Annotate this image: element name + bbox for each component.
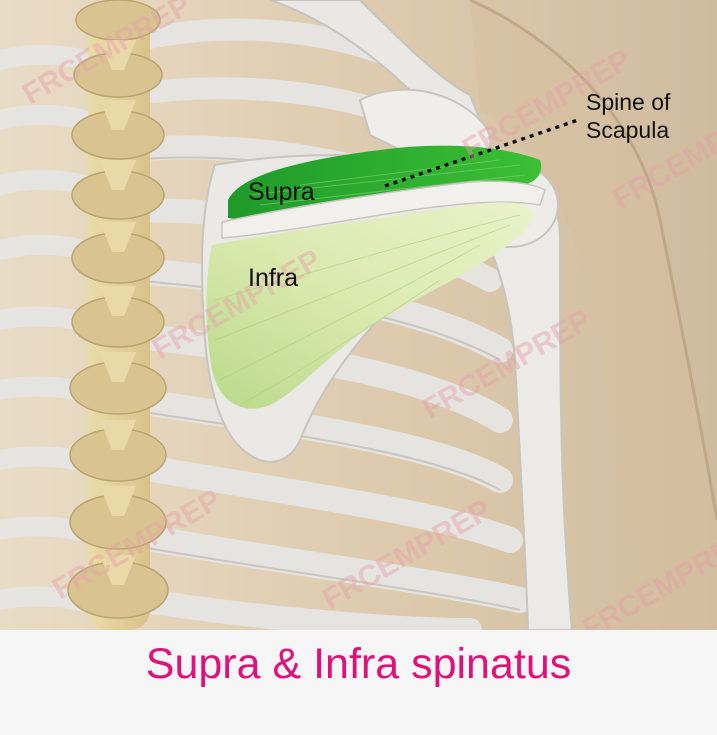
shoulder-edge-line (469, 0, 717, 521)
humerus (469, 162, 574, 630)
supraspinatus-muscle (228, 145, 542, 219)
spine-pointer-line (384, 118, 579, 188)
infraspinatus-fibers (214, 214, 521, 406)
supraspinatus-fibers (249, 159, 526, 206)
infraspinatus-label: Infra (248, 264, 299, 292)
spine-of-scapula-label: Spine of Scapula (586, 88, 670, 144)
vertebral-column (67, 0, 169, 630)
spine-of-scapula (221, 180, 546, 239)
figure-caption: Supra & Infra spinatus (145, 640, 572, 688)
spine-label-line1: Spine of (586, 89, 671, 115)
spine-label-line2: Scapula (586, 117, 670, 143)
shoulder-illustration: FRCEMPREP FRCEMPREP FRCEMPREP FRCEMPREP … (0, 0, 717, 630)
supraspinatus-label: Supra (248, 178, 315, 206)
infraspinatus-muscle (206, 202, 533, 409)
